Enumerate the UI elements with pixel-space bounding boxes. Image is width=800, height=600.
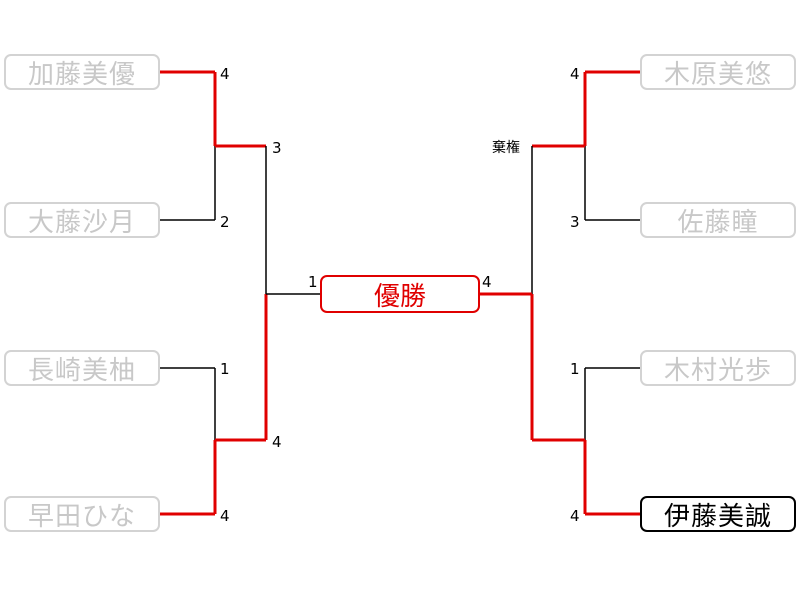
player-right-3: 木村光歩 bbox=[640, 350, 796, 386]
player-right-1: 木原美悠 bbox=[640, 54, 796, 90]
score-left-r2-2: 4 bbox=[272, 433, 282, 451]
player-left-2: 大藤沙月 bbox=[4, 202, 160, 238]
score-left-r2-1: 3 bbox=[272, 139, 282, 157]
player-right-4: 伊藤美誠 bbox=[640, 496, 796, 532]
player-right-2: 佐藤瞳 bbox=[640, 202, 796, 238]
score-right-r1-2: 3 bbox=[570, 213, 580, 231]
player-left-1: 加藤美優 bbox=[4, 54, 160, 90]
score-left-final: 1 bbox=[308, 273, 318, 291]
player-left-4: 早田ひな bbox=[4, 496, 160, 532]
player-left-3: 長崎美柚 bbox=[4, 350, 160, 386]
score-right-r2-1: 棄権 bbox=[492, 140, 520, 156]
score-left-r1-4: 4 bbox=[220, 507, 230, 525]
score-right-r1-4: 4 bbox=[570, 507, 580, 525]
score-left-r1-2: 2 bbox=[220, 213, 230, 231]
score-left-r1-1: 4 bbox=[220, 65, 230, 83]
score-right-final: 4 bbox=[482, 273, 492, 291]
score-right-r1-3: 1 bbox=[570, 360, 580, 378]
champion-title: 優勝 bbox=[320, 275, 480, 313]
score-right-r1-1: 4 bbox=[570, 65, 580, 83]
score-left-r1-3: 1 bbox=[220, 360, 230, 378]
